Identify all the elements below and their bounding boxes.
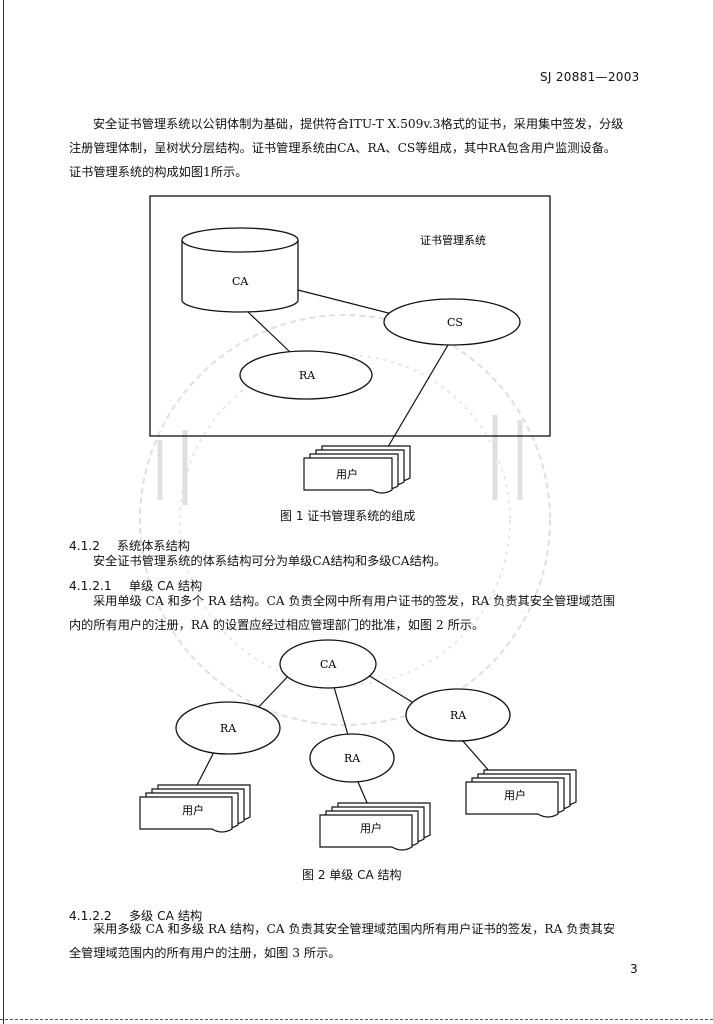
cs-user-link bbox=[384, 344, 449, 453]
ca-ra-right-link bbox=[367, 674, 413, 703]
section-4-1-2-1-line-1: 采用单级 CA 和多个 RA 结构。CA 负责全网中所有用户证书的签发，RA 负… bbox=[93, 594, 616, 608]
user-right-label: 用户 bbox=[504, 788, 526, 802]
section-4-1-2-2-line-1: 采用多级 CA 和多级 RA 结构，CA 负责其安全管理域范围内所有用户证书的签… bbox=[93, 922, 616, 936]
user-stack-node bbox=[303, 445, 411, 494]
system-boundary-box bbox=[149, 195, 551, 437]
ra-right-user-link bbox=[461, 739, 491, 773]
user-label: 用户 bbox=[336, 467, 358, 481]
ca-ra-mid-link bbox=[333, 686, 349, 736]
section-4-1-2-1-heading: 4.1.2.1 单级 CA 结构 bbox=[69, 576, 202, 594]
ra-right-label: RA bbox=[450, 709, 467, 722]
section-4-1-2-2-text: 采用多级 CA 和多级 RA 结构，CA 负责其安全管理域范围内所有用户证书的签… bbox=[69, 917, 641, 965]
ca-label: CA bbox=[320, 658, 337, 671]
intro-line-1: 安全证书管理系统以公钥体制为基础，提供符合ITU-T X.509v.3格式的证书… bbox=[93, 117, 624, 131]
user-stack-left bbox=[139, 784, 251, 833]
document-code: SJ 20881—2003 bbox=[540, 70, 640, 84]
user-mid-label: 用户 bbox=[360, 821, 382, 835]
section-number: 4.1.2 bbox=[69, 539, 101, 553]
ca-label: CA bbox=[232, 275, 249, 288]
ca-node bbox=[279, 639, 377, 689]
intro-line-2: 注册管理体制，呈树状分层结构。证书管理系统由CA、RA、CS等组成，其中RA包含… bbox=[69, 141, 617, 155]
page-number: 3 bbox=[630, 962, 638, 976]
user-stack-mid bbox=[319, 802, 431, 851]
ra-mid-node bbox=[309, 733, 395, 783]
section-title: 系统体系结构 bbox=[116, 539, 190, 553]
user-left-label: 用户 bbox=[182, 803, 204, 817]
section-4-1-2-2-heading: 4.1.2.2 多级 CA 结构 bbox=[69, 906, 202, 924]
ra-left-label: RA bbox=[220, 722, 237, 735]
ca-ra-link bbox=[247, 311, 291, 353]
section-number: 4.1.2.2 bbox=[69, 909, 112, 923]
section-title: 多级 CA 结构 bbox=[128, 909, 203, 923]
section-4-1-2-1-text: 采用单级 CA 和多个 RA 结构。CA 负责全网中所有用户证书的签发，RA 负… bbox=[69, 589, 641, 637]
section-4-1-2-heading: 4.1.2 系统体系结构 bbox=[69, 536, 190, 554]
intro-paragraph: 安全证书管理系统以公钥体制为基础，提供符合ITU-T X.509v.3格式的证书… bbox=[69, 112, 641, 184]
figure-1-caption: 图 1 证书管理系统的组成 bbox=[280, 509, 416, 523]
cs-node bbox=[383, 298, 521, 346]
section-title: 单级 CA 结构 bbox=[128, 579, 203, 593]
section-4-1-2-text: 安全证书管理系统的体系结构可分为单级CA结构和多级CA结构。 bbox=[69, 549, 641, 573]
page-edge-line bbox=[3, 0, 4, 1024]
ra-mid-user-link bbox=[357, 781, 369, 806]
figure-2-caption: 图 2 单级 CA 结构 bbox=[302, 868, 402, 882]
ca-database-node bbox=[181, 227, 299, 313]
section-4-1-2-line: 安全证书管理系统的体系结构可分为单级CA结构和多级CA结构。 bbox=[93, 554, 447, 568]
ra-mid-label: RA bbox=[344, 752, 361, 765]
ra-right-node bbox=[405, 688, 511, 742]
section-number: 4.1.2.1 bbox=[69, 579, 112, 593]
ra-node bbox=[239, 350, 373, 400]
ra-label: RA bbox=[299, 369, 316, 382]
page-bottom-line bbox=[0, 1019, 713, 1021]
section-4-1-2-2-line-2: 全管理域范围内的所有用户的注册，如图 3 所示。 bbox=[69, 946, 341, 960]
user-stack-right bbox=[465, 769, 577, 818]
cs-label: CS bbox=[447, 316, 463, 329]
intro-line-3: 证书管理系统的构成如图1所示。 bbox=[69, 165, 248, 179]
ca-ra-left-link bbox=[253, 671, 293, 713]
section-4-1-2-1-line-2: 内的所有用户的注册，RA 的设置应经过相应管理部门的批准，如图 2 所示。 bbox=[69, 618, 485, 632]
system-label: 证书管理系统 bbox=[420, 233, 486, 247]
ra-left-user-link bbox=[195, 751, 215, 788]
ra-left-node bbox=[175, 701, 281, 755]
